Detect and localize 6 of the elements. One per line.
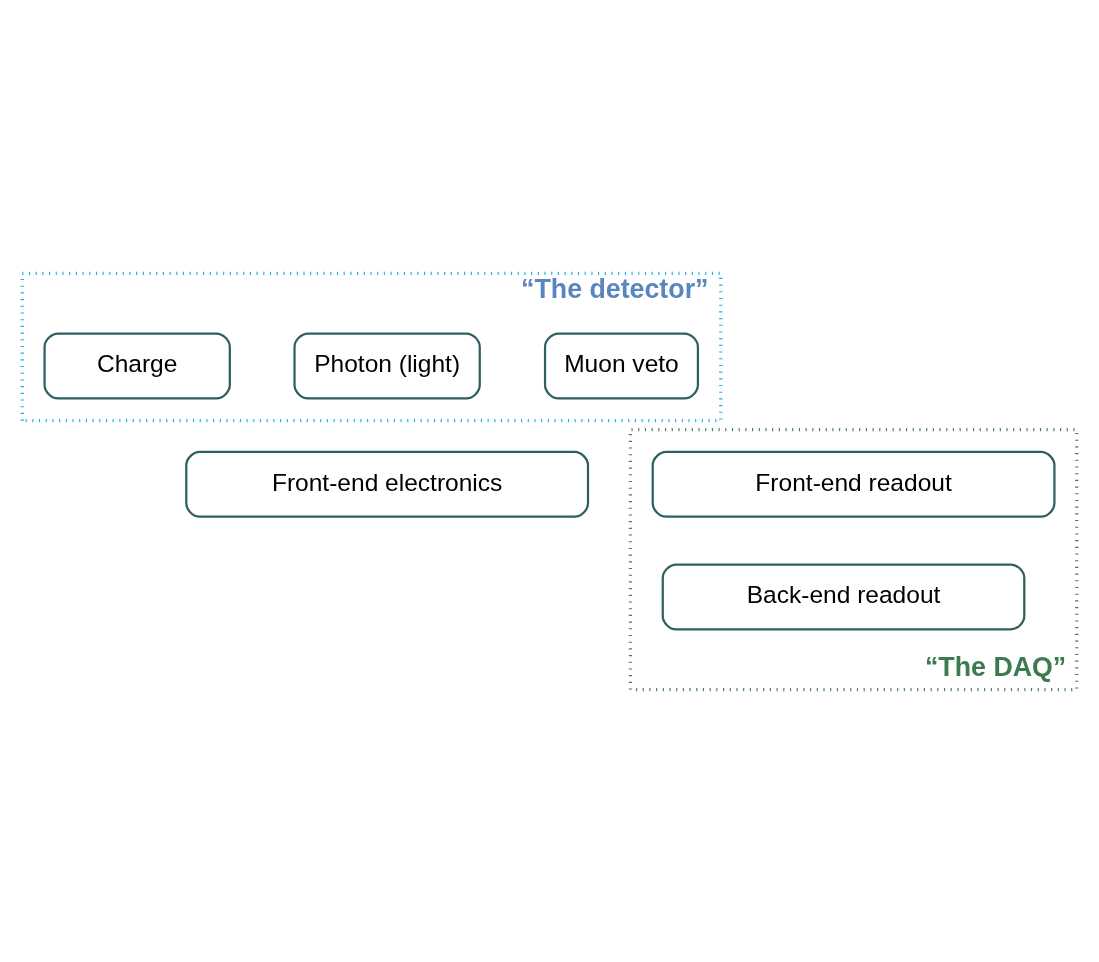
node-box: Front-end readout	[651, 450, 1056, 518]
node-box: Back-end readout	[661, 563, 1026, 630]
node-box: Muon veto	[543, 332, 700, 399]
node-box: Charge	[43, 332, 231, 399]
node-box: Front-end electronics	[185, 450, 590, 518]
node-box: Photon (light)	[293, 332, 481, 399]
